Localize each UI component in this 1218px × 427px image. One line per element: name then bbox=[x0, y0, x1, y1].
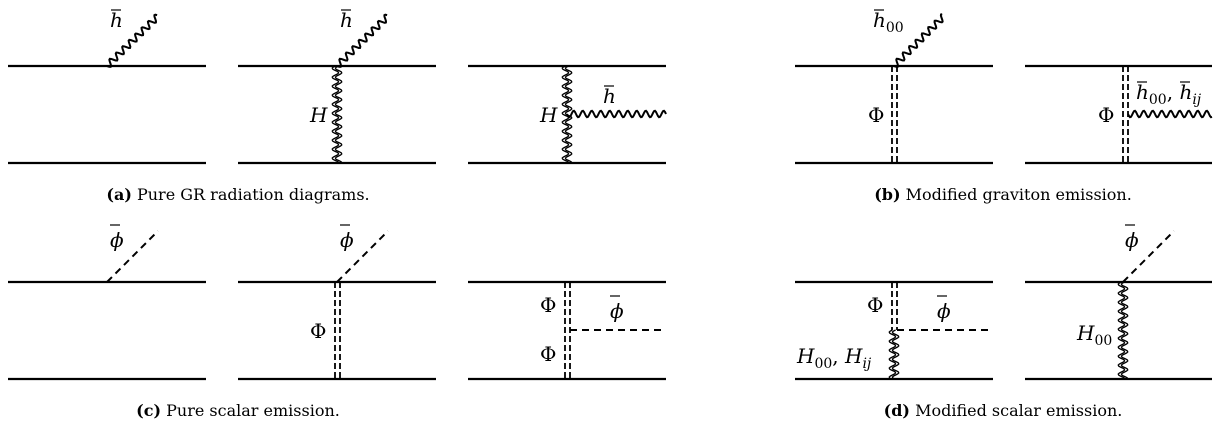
diagram-a1: h bbox=[8, 8, 206, 165]
graviton-wave-strand-2 bbox=[331, 65, 340, 164]
radiated-scalar bbox=[106, 230, 159, 283]
diagram-b2: Φ h00, hij bbox=[1025, 64, 1213, 165]
label-H00-Hij: H00, Hij bbox=[796, 344, 872, 372]
label-H00: H00 bbox=[1076, 321, 1112, 349]
radiated-scalar bbox=[336, 230, 389, 283]
diagram-d1: Φ ϕ H00, Hij bbox=[795, 280, 993, 381]
diagram-c2: ϕ Φ bbox=[238, 224, 436, 381]
label-Phi-bottom: Φ bbox=[540, 342, 556, 366]
graviton-wave-strand-1 bbox=[334, 65, 343, 164]
label-hbar: h bbox=[603, 84, 616, 108]
radiated-graviton bbox=[336, 13, 388, 68]
panel-d: Φ ϕ H00, Hij ϕ H00 (d) Modified scalar e… bbox=[795, 224, 1212, 420]
graviton-wave-strand-2 bbox=[888, 329, 897, 380]
scalar-potential-propagator bbox=[334, 282, 341, 379]
label-Phi-top: Φ bbox=[540, 293, 556, 317]
diagram-c3: Φ Φ ϕ bbox=[468, 280, 666, 381]
caption-a: (a) Pure GR radiation diagrams. bbox=[106, 185, 369, 204]
radiated-scalar bbox=[1122, 230, 1175, 283]
caption-c: (c) Pure scalar emission. bbox=[136, 401, 340, 420]
graviton-wave-strand-2 bbox=[1117, 281, 1126, 380]
label-hbar: h bbox=[340, 8, 353, 32]
graviton-wave-strand-2 bbox=[561, 65, 570, 164]
label-Phi: Φ bbox=[867, 293, 883, 317]
label-phibar: ϕ bbox=[937, 299, 951, 323]
label-hbar: h bbox=[110, 8, 123, 32]
graviton-wave-strand-1 bbox=[1120, 281, 1129, 380]
radiated-graviton bbox=[106, 13, 158, 68]
potential-graviton-propagator bbox=[331, 65, 343, 164]
label-H: H bbox=[309, 103, 328, 127]
caption-b: (b) Modified graviton emission. bbox=[874, 185, 1132, 204]
diagram-a3: H h bbox=[468, 64, 667, 165]
panel-c: ϕ ϕ Φ Φ Φ ϕ bbox=[8, 224, 666, 420]
scalar-potential-propagator bbox=[564, 282, 571, 379]
diagram-d2: ϕ H00 bbox=[1025, 224, 1212, 381]
scalar-potential-propagator bbox=[891, 66, 898, 163]
graviton-wave-strand-1 bbox=[891, 329, 900, 380]
radiated-graviton-00 bbox=[893, 13, 944, 68]
label-phibar: ϕ bbox=[340, 228, 354, 252]
panel-a: h h H H h (a) Pure GR radiation diagrams… bbox=[8, 8, 667, 204]
label-H: H bbox=[539, 103, 558, 127]
caption-d: (d) Modified scalar emission. bbox=[884, 401, 1123, 420]
scalar-potential-propagator bbox=[891, 282, 898, 330]
label-Phi: Φ bbox=[1098, 103, 1114, 127]
label-phibar: ϕ bbox=[1125, 228, 1139, 252]
diagram-a2: h H bbox=[238, 8, 436, 165]
potential-graviton-propagator bbox=[1117, 281, 1129, 380]
label-Phi: Φ bbox=[868, 103, 884, 127]
label-phibar: ϕ bbox=[610, 299, 624, 323]
panel-b: h00 Φ Φ h00, hij (b) Modified graviton e… bbox=[795, 8, 1213, 204]
radiated-graviton bbox=[1127, 109, 1213, 119]
label-h00-hij: h00, hij bbox=[1136, 80, 1202, 108]
label-Phi: Φ bbox=[310, 319, 326, 343]
label-phibar: ϕ bbox=[110, 228, 124, 252]
diagram-b1: h00 Φ bbox=[795, 8, 993, 165]
diagram-c1: ϕ bbox=[8, 224, 206, 381]
potential-graviton-propagator bbox=[888, 329, 900, 380]
label-h00: h00 bbox=[873, 8, 904, 36]
radiated-graviton bbox=[566, 109, 667, 119]
